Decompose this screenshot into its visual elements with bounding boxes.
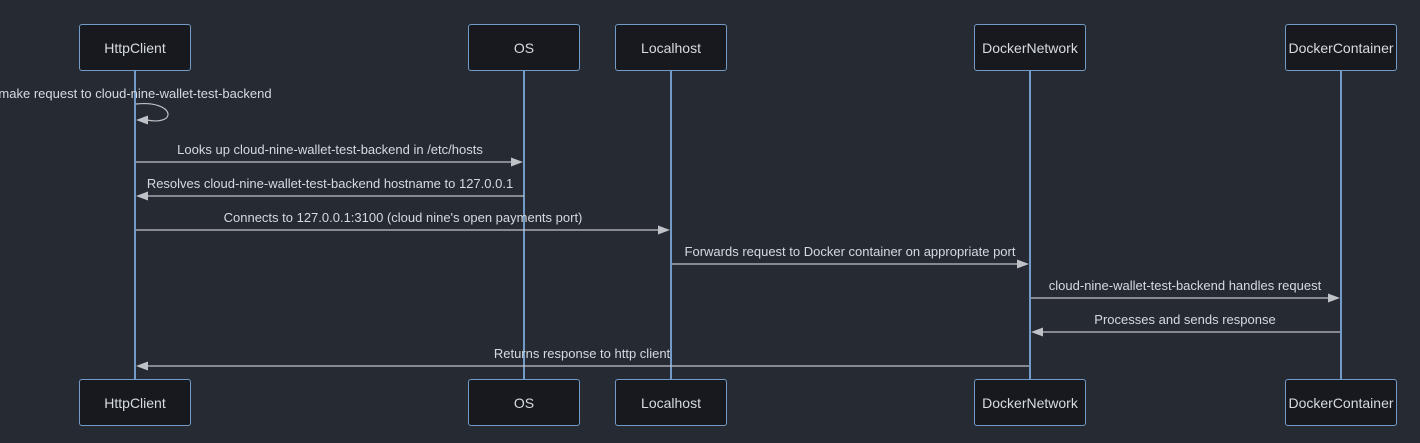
message-7-arrowhead [136,361,148,371]
actor-top-os: OS [468,24,580,71]
message-5-label: cloud-nine-wallet-test-backend handles r… [1048,278,1322,293]
message-0-label: make request to cloud-nine-wallet-test-b… [0,86,272,101]
actor-top-dockernetwork: DockerNetwork [974,24,1086,71]
message-2-arrowhead [136,191,148,201]
message-7-label: Returns response to http client [493,346,671,361]
message-6-arrowhead [1031,327,1043,337]
actor-label: DockerContainer [1288,39,1394,56]
message-3-arrowhead [658,225,670,235]
actor-label: DockerNetwork [982,39,1078,56]
actor-top-dockercontainer: DockerContainer [1285,24,1397,71]
actor-bottom-httpclient: HttpClient [79,379,191,426]
message-3-label: Connects to 127.0.0.1:3100 (cloud nine's… [223,210,583,225]
actor-label: HttpClient [104,39,166,56]
actor-label: Localhost [641,394,701,411]
actor-label: DockerContainer [1288,394,1394,411]
message-0-self-loop [135,103,169,122]
actor-bottom-os: OS [468,379,580,426]
message-2-label: Resolves cloud-nine-wallet-test-backend … [146,176,514,191]
actor-top-httpclient: HttpClient [79,24,191,71]
message-1-arrowhead [511,157,523,167]
message-1-label: Looks up cloud-nine-wallet-test-backend … [177,142,483,157]
actor-bottom-localhost: Localhost [615,379,727,426]
actor-top-localhost: Localhost [615,24,727,71]
actor-label: OS [513,39,535,56]
message-4-label: Forwards request to Docker container on … [684,244,1016,259]
actor-label: Localhost [641,39,701,56]
actor-label: DockerNetwork [982,394,1078,411]
actor-bottom-dockernetwork: DockerNetwork [974,379,1086,426]
actor-label: OS [513,394,535,411]
actor-bottom-dockercontainer: DockerContainer [1285,379,1397,426]
message-5-arrowhead [1328,293,1340,303]
message-4-arrowhead [1017,259,1029,269]
message-0-arrowhead [136,115,148,125]
message-6-label: Processes and sends response [1094,312,1276,327]
actor-label: HttpClient [104,394,166,411]
